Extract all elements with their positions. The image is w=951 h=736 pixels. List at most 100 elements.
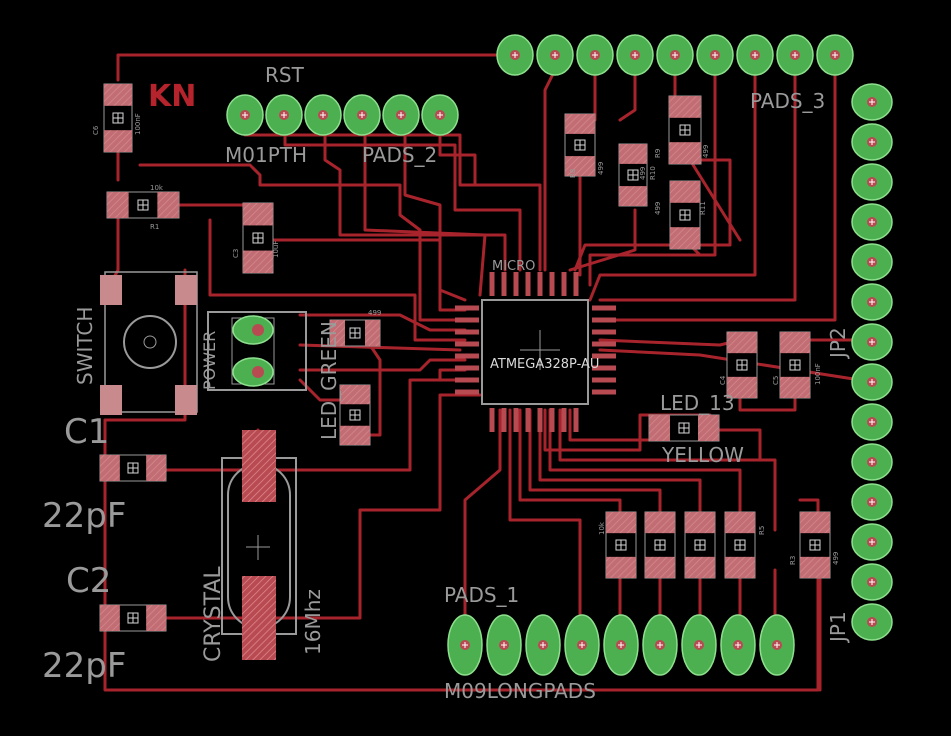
reset-switch — [100, 271, 198, 415]
header-top-pad — [736, 34, 774, 76]
chip-pin — [455, 365, 479, 371]
header-top-pad — [616, 34, 654, 76]
smd-pad-overlay — [146, 605, 166, 631]
chip-pin — [592, 353, 616, 359]
smd-c1 — [99, 454, 167, 482]
smd-components — [99, 83, 831, 632]
smd-r8 — [564, 113, 596, 177]
chip-pin — [513, 408, 519, 432]
crystal — [221, 430, 297, 660]
chip-pin — [513, 272, 519, 296]
label-r8-value: 499 — [597, 162, 605, 175]
chip-pin — [455, 389, 479, 395]
smd-r7 — [644, 511, 676, 579]
label-c3-value: 10uF — [272, 241, 280, 258]
smd-pad-overlay — [800, 512, 830, 534]
header-left-pad — [382, 94, 420, 136]
label-r2-value: 499 — [368, 309, 381, 317]
header-left-pad — [265, 94, 303, 136]
label-led-green: LED_GREEN — [317, 321, 341, 440]
smd-r1 — [106, 191, 180, 219]
smd-pad-overlay — [698, 415, 719, 441]
header-right-pad — [851, 203, 893, 241]
label-jp1: JP1 — [826, 611, 850, 644]
smd-led-green — [339, 384, 371, 446]
smd-c4 — [726, 331, 758, 399]
smd-led-13 — [648, 414, 720, 442]
smd-pad-overlay — [157, 192, 179, 218]
chip-pin — [489, 408, 495, 432]
chip-pin — [573, 272, 579, 296]
smd-pad-overlay — [725, 556, 755, 578]
header-left-pad — [304, 94, 342, 136]
label-rst: RST — [265, 63, 305, 87]
label-jp2: JP2 — [826, 327, 850, 360]
label-atmega: ATMEGA328P-AU — [490, 357, 599, 372]
chip-pin — [592, 329, 616, 335]
power-connector — [207, 311, 307, 391]
header-right-pad — [851, 123, 893, 161]
chip-pin — [561, 408, 567, 432]
header-top-pad — [776, 34, 814, 76]
smd-pad-overlay — [104, 84, 132, 106]
smd-pad-overlay — [340, 425, 370, 445]
label-r10-value: 499 — [639, 167, 647, 180]
chip-pin — [455, 329, 479, 335]
smd-pad-overlay — [645, 556, 675, 578]
header-right-pad — [851, 483, 893, 521]
label-pads3: PADS_3 — [750, 89, 825, 113]
header-bottom-pad — [447, 614, 483, 676]
atmega-chip — [455, 272, 616, 432]
header-right-pad — [851, 323, 893, 361]
label-pads2: PADS_2 — [362, 143, 437, 167]
smd-pad-overlay — [649, 415, 670, 441]
chip-pin — [592, 365, 616, 371]
smd-pad-overlay — [107, 192, 129, 218]
label-c2-value: 22pF — [42, 646, 126, 686]
chip-pin — [592, 341, 616, 347]
smd-pad-overlay — [340, 385, 370, 405]
smd-r9 — [668, 95, 702, 165]
smd-pad-overlay — [100, 455, 120, 481]
chip-pin — [592, 389, 616, 395]
chip-pin — [537, 272, 543, 296]
header-right-pad — [851, 83, 893, 121]
header-top-pad — [576, 34, 614, 76]
smd-r11 — [669, 180, 701, 250]
label-r8: R8 — [569, 169, 577, 178]
header-left-pad — [421, 94, 459, 136]
label-crystal-value: 16Mhz — [301, 589, 325, 655]
label-c4: C4 — [719, 375, 727, 385]
label-c5: C5 — [772, 376, 780, 385]
label-r3: R3 — [789, 556, 797, 565]
chip-pin — [537, 408, 543, 432]
label-c1: C1 — [64, 412, 109, 452]
label-r4-value: 10k — [598, 521, 606, 535]
smd-r2 — [329, 319, 381, 347]
header-top-pad — [496, 34, 534, 76]
smd-pad-overlay — [727, 332, 757, 354]
chip-pin — [455, 377, 479, 383]
smd-pad-overlay — [800, 556, 830, 578]
chip-pin — [489, 272, 495, 296]
smd-pad-overlay — [645, 512, 675, 534]
smd-pad-overlay — [365, 320, 380, 346]
label-r3-value: 499 — [832, 552, 840, 565]
smd-pad-overlay — [725, 512, 755, 534]
header-top-pad — [696, 34, 734, 76]
smd-pad-overlay — [100, 605, 120, 631]
chip-pin — [501, 408, 507, 432]
smd-pad-overlay — [565, 114, 595, 134]
chip-pin — [525, 272, 531, 296]
smd-c2 — [99, 604, 167, 632]
smd-pad-overlay — [669, 96, 701, 118]
header-left-pad — [343, 94, 381, 136]
label-crystal: CRYSTAL — [201, 566, 226, 662]
label-r1-value: 10k — [150, 184, 164, 192]
chip-pin — [549, 272, 555, 296]
label-c2: C2 — [66, 561, 111, 601]
smd-pad-overlay — [619, 144, 647, 164]
chip-pin — [455, 341, 479, 347]
header-top-pad — [816, 34, 854, 76]
